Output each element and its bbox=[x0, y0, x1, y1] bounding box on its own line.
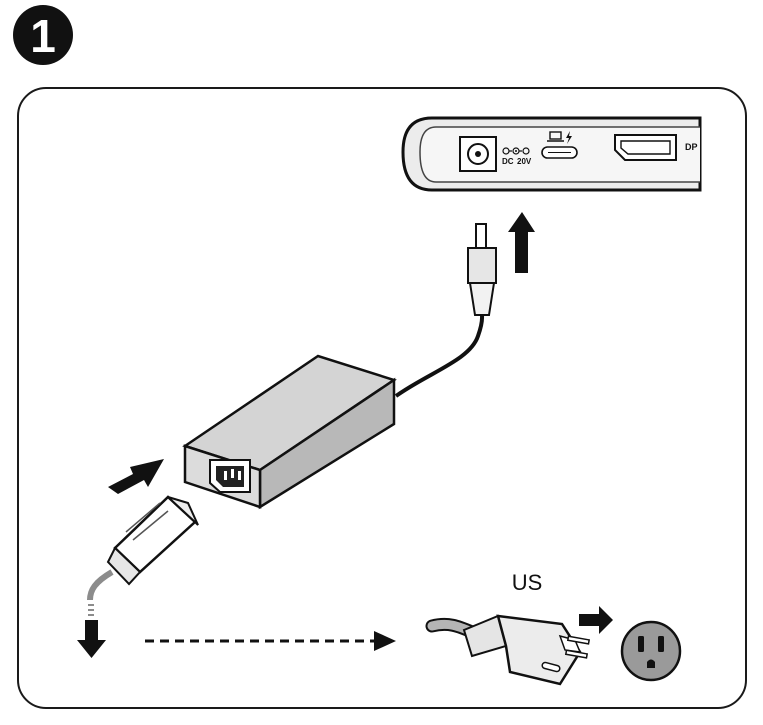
us-plug bbox=[425, 614, 591, 686]
lightning-icon bbox=[566, 131, 572, 144]
voltage-label: 20V bbox=[517, 157, 532, 166]
dc-polarity-icon bbox=[502, 147, 530, 155]
hub-device: DC 20V DP bbox=[401, 116, 702, 192]
outlet-arrow-icon bbox=[579, 606, 613, 634]
dc-plug bbox=[467, 223, 497, 316]
displayport-port bbox=[614, 134, 677, 161]
displayport-label: DP bbox=[685, 142, 698, 152]
dc-label: DC bbox=[502, 157, 514, 166]
dc-port bbox=[459, 136, 497, 172]
up-arrow-icon bbox=[508, 212, 535, 273]
step-number-badge: 1 bbox=[13, 5, 73, 65]
power-outlet-icon bbox=[620, 620, 682, 682]
plug-region-label: US bbox=[512, 570, 543, 595]
power-cord bbox=[87, 569, 114, 601]
power-adapter bbox=[182, 354, 397, 510]
step-number: 1 bbox=[30, 10, 56, 62]
laptop-icon bbox=[547, 131, 564, 142]
iec-cord-connector bbox=[106, 495, 199, 586]
right-arrow-icon bbox=[108, 459, 164, 494]
dashed-arrow-icon bbox=[145, 631, 396, 651]
down-arrow-icon bbox=[77, 620, 106, 658]
dc-cable bbox=[394, 314, 485, 398]
